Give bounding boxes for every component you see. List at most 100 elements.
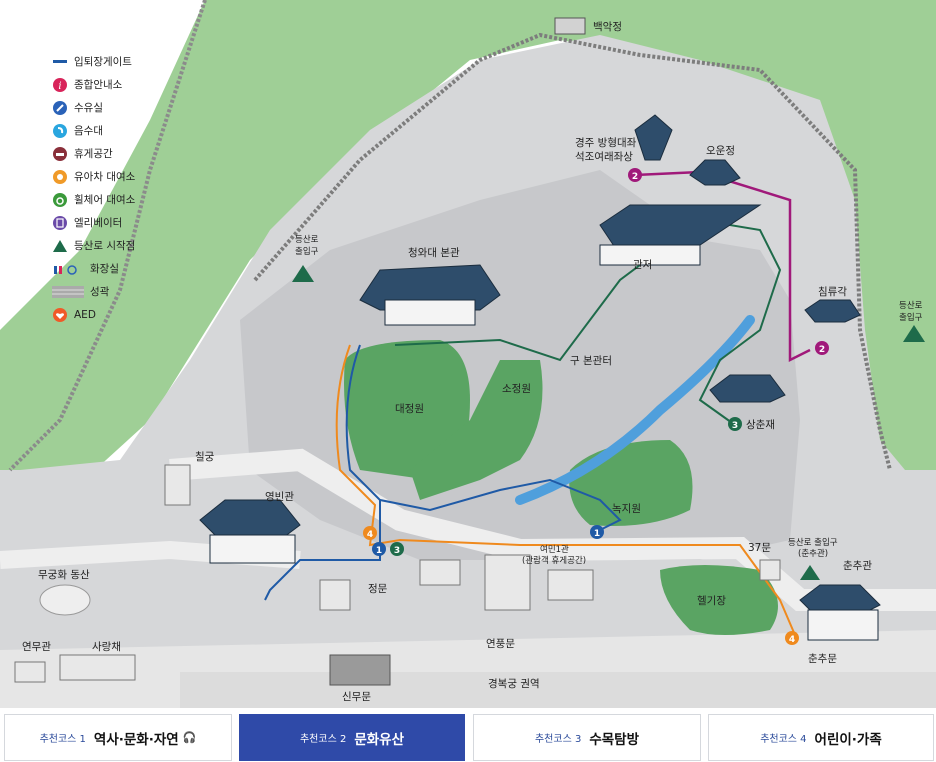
label-trail-chunchu-2: (춘추관) bbox=[798, 548, 828, 559]
yeomin-building bbox=[547, 569, 594, 601]
label-mugunghwa: 무궁화 동산 bbox=[38, 569, 90, 581]
chilgung-building bbox=[164, 464, 191, 506]
legend-entrance: 입퇴장게이트 bbox=[52, 50, 212, 73]
label-yeonmugwan: 연무관 bbox=[22, 641, 51, 653]
yeonmugwan-building bbox=[14, 661, 46, 683]
legend-fountain: 음수대 bbox=[52, 119, 212, 142]
marker-2-right: 2 bbox=[815, 341, 829, 355]
marker-2-top: 2 bbox=[628, 168, 642, 182]
svg-text:4: 4 bbox=[367, 530, 373, 540]
tab-course-4[interactable]: 추천코스 4 어린이·가족 bbox=[708, 714, 934, 761]
label-yeomin-1: 여민1관 bbox=[540, 544, 569, 555]
label-chilgung: 칠궁 bbox=[195, 451, 215, 463]
rest-area-icon bbox=[52, 146, 68, 162]
label-ohunjeong: 오운정 bbox=[706, 145, 735, 157]
chunchugwan-building bbox=[799, 584, 881, 641]
label-gate37: 37문 bbox=[748, 542, 771, 554]
label-jeongmun: 정문 bbox=[368, 583, 388, 595]
label-yeonpungmun: 연풍문 bbox=[486, 638, 515, 650]
elevator-icon bbox=[52, 215, 68, 231]
svg-text:i: i bbox=[58, 81, 61, 92]
legend-aed: AED bbox=[52, 303, 212, 326]
marker-1-gate: 1 bbox=[372, 542, 386, 556]
trail-start-left bbox=[292, 265, 314, 282]
route-course-3 bbox=[394, 218, 782, 426]
mugunghwa-hill bbox=[39, 584, 91, 616]
residence-building bbox=[599, 204, 762, 266]
svg-text:3: 3 bbox=[394, 546, 400, 556]
course-tabs: 추천코스 1 역사·문화·자연 🎧 추천코스 2 문화유산 추천코스 3 수목탐… bbox=[0, 710, 936, 762]
label-gwanjeo: 관저 bbox=[633, 259, 652, 271]
route-course-2 bbox=[634, 170, 811, 363]
legend-rest: 휴게공간 bbox=[52, 142, 212, 165]
label-main-building: 청와대 본관 bbox=[408, 247, 460, 259]
label-yeomin-2: (관람객 휴게공간) bbox=[522, 555, 586, 566]
svg-text:3: 3 bbox=[732, 421, 738, 431]
marker-3-gate: 3 bbox=[390, 542, 404, 556]
legend-wall: 성곽 bbox=[52, 280, 212, 303]
legend-stroller: 유아차 대여소 bbox=[52, 165, 212, 188]
headphones-icon[interactable]: 🎧 bbox=[182, 731, 197, 744]
svg-text:4: 4 bbox=[789, 635, 795, 645]
drinking-fountain-icon bbox=[52, 123, 68, 139]
tab-course-2[interactable]: 추천코스 2 문화유산 bbox=[239, 714, 465, 761]
buddha-statue bbox=[634, 114, 673, 161]
label-chunchugwan: 춘추관 bbox=[843, 560, 872, 572]
label-daejeongwon: 대정원 bbox=[395, 403, 424, 415]
restroom-icon bbox=[52, 261, 84, 277]
marker-4-gate: 4 bbox=[363, 526, 377, 540]
legend-water: 수유실 bbox=[52, 96, 212, 119]
sangchunjae-building bbox=[709, 374, 786, 403]
sarangchae-building bbox=[59, 654, 136, 681]
svg-text:1: 1 bbox=[376, 546, 382, 556]
cheongwadae-map: 2 2 3 1 1 3 4 4 백악정 경주 방형대좌 석조여래좌상 오운정 관… bbox=[0, 0, 936, 708]
marker-3: 3 bbox=[728, 417, 742, 431]
label-sarangchae: 사랑채 bbox=[92, 641, 121, 653]
label-yeongbingwan: 영빈관 bbox=[265, 491, 294, 503]
label-trail-left-1: 등산로 bbox=[295, 234, 319, 245]
label-gyeongbokgung: 경복궁 권역 bbox=[488, 677, 540, 690]
water-station-icon bbox=[52, 100, 68, 116]
stroller-rental-icon bbox=[52, 169, 68, 185]
legend-restroom: 화장실 bbox=[52, 257, 212, 280]
label-chimnyugak: 침류각 bbox=[818, 286, 847, 298]
yeongbingwan-building bbox=[199, 499, 301, 564]
label-sojeongwon: 소정원 bbox=[502, 383, 531, 395]
label-old-main-site: 구 본관터 bbox=[570, 355, 612, 367]
daejeongwon-lawn bbox=[344, 340, 470, 480]
sinmumun-gate bbox=[329, 654, 391, 686]
label-chunchumun: 춘추문 bbox=[808, 653, 837, 665]
route-course-4 bbox=[335, 344, 796, 636]
trail-start-chunchu bbox=[800, 565, 820, 580]
label-seokjo-2: 석조여래좌상 bbox=[575, 151, 633, 163]
label-nokjiwon: 녹지원 bbox=[612, 503, 641, 515]
mountain-area bbox=[0, 0, 936, 470]
aed-icon bbox=[52, 307, 68, 323]
main-building bbox=[359, 264, 501, 326]
trail-start-icon bbox=[52, 238, 68, 254]
label-trail-chunchu-1: 등산로 출입구 bbox=[788, 537, 838, 548]
svg-text:2: 2 bbox=[819, 345, 825, 355]
label-baegakjeong: 백악정 bbox=[593, 21, 622, 33]
ohunjeong-building bbox=[689, 159, 741, 186]
helipad-lawn bbox=[660, 565, 778, 635]
label-trail-right-1: 등산로 bbox=[899, 300, 923, 311]
svg-text:2: 2 bbox=[632, 172, 638, 182]
svg-text:1: 1 bbox=[594, 529, 600, 539]
label-seokjo-1: 경주 방형대좌 bbox=[575, 136, 637, 149]
label-helipad: 헬기장 bbox=[697, 595, 726, 607]
label-sinmumun: 신무문 bbox=[342, 691, 371, 703]
tab-course-1[interactable]: 추천코스 1 역사·문화·자연 🎧 bbox=[4, 714, 232, 761]
marker-1-nokji: 1 bbox=[590, 525, 604, 539]
label-trail-left-2: 출입구 bbox=[295, 246, 319, 257]
label-trail-right-2: 출입구 bbox=[899, 312, 923, 323]
legend-elevator: 엘리베이터 bbox=[52, 211, 212, 234]
legend-trail: 등산로 시작점 bbox=[52, 234, 212, 257]
info-center-icon: i bbox=[52, 77, 68, 93]
legend-info: i 종합안내소 bbox=[52, 73, 212, 96]
yeonpungmun-building bbox=[484, 554, 531, 611]
sojeongwon-lawn bbox=[410, 360, 543, 500]
stream bbox=[515, 315, 755, 505]
tab-course-3[interactable]: 추천코스 3 수목탐방 bbox=[473, 714, 701, 761]
wheelchair-rental-icon bbox=[52, 192, 68, 208]
